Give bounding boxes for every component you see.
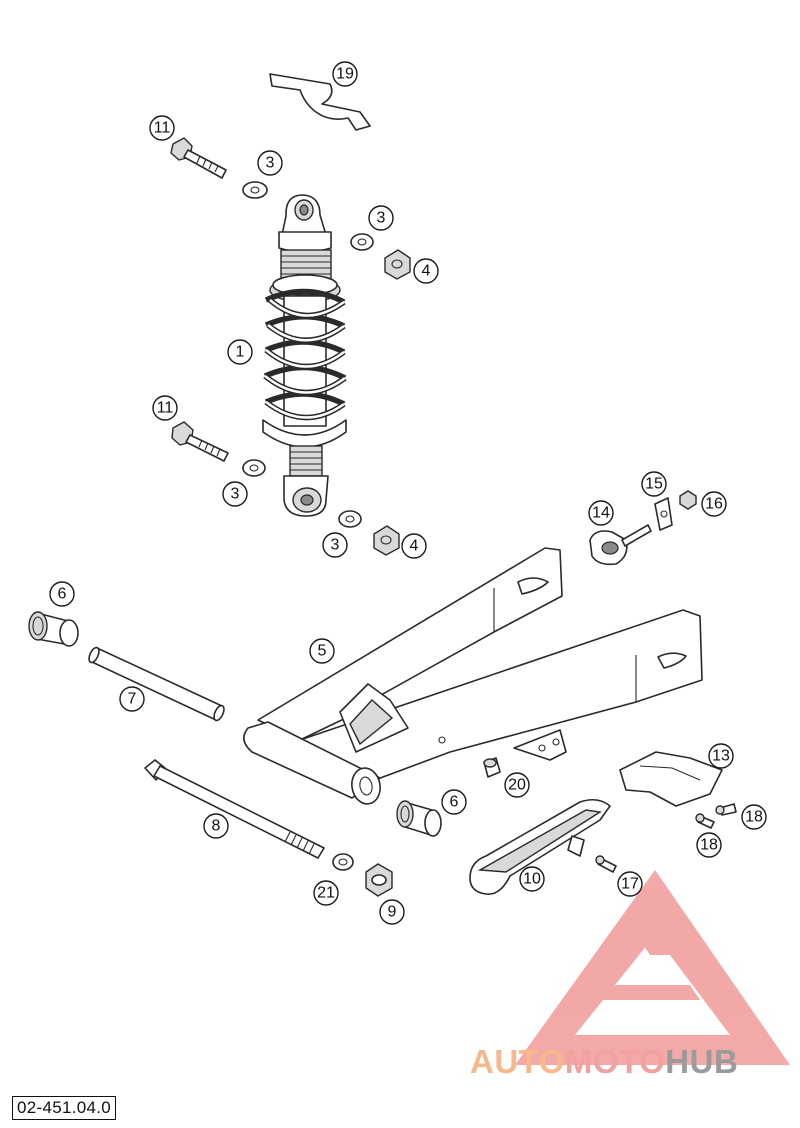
callout-16: 16 bbox=[701, 491, 727, 517]
upper-bolt-part bbox=[170, 137, 227, 179]
callout-21: 21 bbox=[313, 880, 339, 906]
bushing-upper-part bbox=[28, 611, 79, 647]
tube-part bbox=[88, 646, 225, 722]
watermark-logo bbox=[515, 870, 790, 1065]
screw-18b-part bbox=[695, 813, 715, 829]
callout-15: 15 bbox=[641, 471, 667, 497]
callout-5: 5 bbox=[309, 638, 335, 664]
lower-bolt-part bbox=[171, 421, 229, 462]
callout-6-lower: 6 bbox=[441, 789, 467, 815]
document-code: 02-451.04.0 bbox=[12, 1096, 117, 1120]
bushing-lower-part bbox=[396, 800, 442, 837]
svg-text:15: 15 bbox=[645, 476, 663, 493]
watermark-text-auto: AUTO bbox=[470, 1043, 565, 1080]
nut-lower bbox=[373, 525, 400, 556]
callout-11-upper: 11 bbox=[149, 115, 175, 141]
callout-3-upper-left: 3 bbox=[257, 150, 283, 176]
screw-17-part bbox=[595, 855, 617, 873]
chain-roller-part bbox=[589, 524, 652, 566]
callout-4-upper: 4 bbox=[413, 258, 439, 284]
small-nut-part bbox=[679, 490, 697, 510]
callout-20: 20 bbox=[504, 772, 530, 798]
svg-text:14: 14 bbox=[592, 505, 610, 522]
washer-axle-part bbox=[332, 853, 354, 871]
callout-17: 17 bbox=[617, 871, 643, 897]
svg-text:18: 18 bbox=[700, 837, 718, 854]
svg-text:11: 11 bbox=[154, 120, 171, 137]
svg-text:4: 4 bbox=[422, 263, 431, 280]
svg-text:3: 3 bbox=[231, 486, 240, 503]
svg-text:11: 11 bbox=[157, 400, 174, 417]
callout-7: 7 bbox=[119, 686, 145, 712]
washer-upper-left bbox=[242, 181, 268, 199]
svg-text:13: 13 bbox=[712, 748, 730, 765]
svg-text:7: 7 bbox=[128, 691, 137, 708]
callout-19: 19 bbox=[332, 61, 358, 87]
svg-text:6: 6 bbox=[450, 794, 459, 811]
bracket-plate-part bbox=[654, 497, 673, 531]
watermark-text-moto: MOTO bbox=[564, 1043, 666, 1080]
svg-text:1: 1 bbox=[236, 344, 245, 361]
callout-18-left: 18 bbox=[696, 832, 722, 858]
screw-18a-part bbox=[715, 803, 737, 816]
spacer-part bbox=[483, 757, 501, 778]
washer-upper-right bbox=[350, 233, 374, 251]
callout-3-lower-right: 3 bbox=[322, 532, 348, 558]
svg-text:5: 5 bbox=[318, 643, 327, 660]
callout-18-right: 18 bbox=[741, 804, 767, 830]
svg-text:4: 4 bbox=[410, 538, 419, 555]
watermark-text: AUTOMOTOHUB bbox=[470, 1043, 738, 1081]
callout-3-upper-right: 3 bbox=[368, 205, 394, 231]
shock-absorber-part bbox=[262, 194, 347, 517]
chain-guard-part bbox=[619, 751, 723, 807]
svg-text:17: 17 bbox=[621, 876, 639, 893]
callout-1: 1 bbox=[227, 339, 253, 365]
callout-3-lower-left: 3 bbox=[222, 481, 248, 507]
svg-text:18: 18 bbox=[745, 809, 763, 826]
svg-text:21: 21 bbox=[317, 885, 335, 902]
svg-text:3: 3 bbox=[266, 155, 275, 172]
svg-text:6: 6 bbox=[58, 586, 67, 603]
callout-13: 13 bbox=[708, 743, 734, 769]
svg-text:3: 3 bbox=[377, 210, 386, 227]
chain-slider-part bbox=[469, 798, 611, 895]
spanner-wrench-part bbox=[269, 73, 371, 131]
callout-9: 9 bbox=[379, 899, 405, 925]
axle-nut-part bbox=[365, 863, 393, 897]
axle-bolt-part bbox=[144, 759, 325, 859]
nut-upper bbox=[384, 249, 411, 280]
svg-text:16: 16 bbox=[705, 496, 723, 513]
callout-14: 14 bbox=[588, 500, 614, 526]
callout-4-lower: 4 bbox=[401, 533, 427, 559]
callout-11-lower: 11 bbox=[152, 395, 178, 421]
svg-text:20: 20 bbox=[508, 777, 526, 794]
svg-text:9: 9 bbox=[388, 904, 397, 921]
washer-lower-right bbox=[338, 510, 362, 528]
watermark-text-hub: HUB bbox=[665, 1043, 739, 1080]
svg-text:10: 10 bbox=[523, 871, 541, 888]
callout-6-upper: 6 bbox=[49, 581, 75, 607]
svg-text:8: 8 bbox=[212, 818, 221, 835]
washer-lower-left bbox=[242, 459, 266, 477]
callout-8: 8 bbox=[203, 813, 229, 839]
callout-10: 10 bbox=[519, 866, 545, 892]
swingarm-part bbox=[243, 547, 703, 805]
svg-text:3: 3 bbox=[331, 537, 340, 554]
svg-text:19: 19 bbox=[336, 66, 354, 83]
